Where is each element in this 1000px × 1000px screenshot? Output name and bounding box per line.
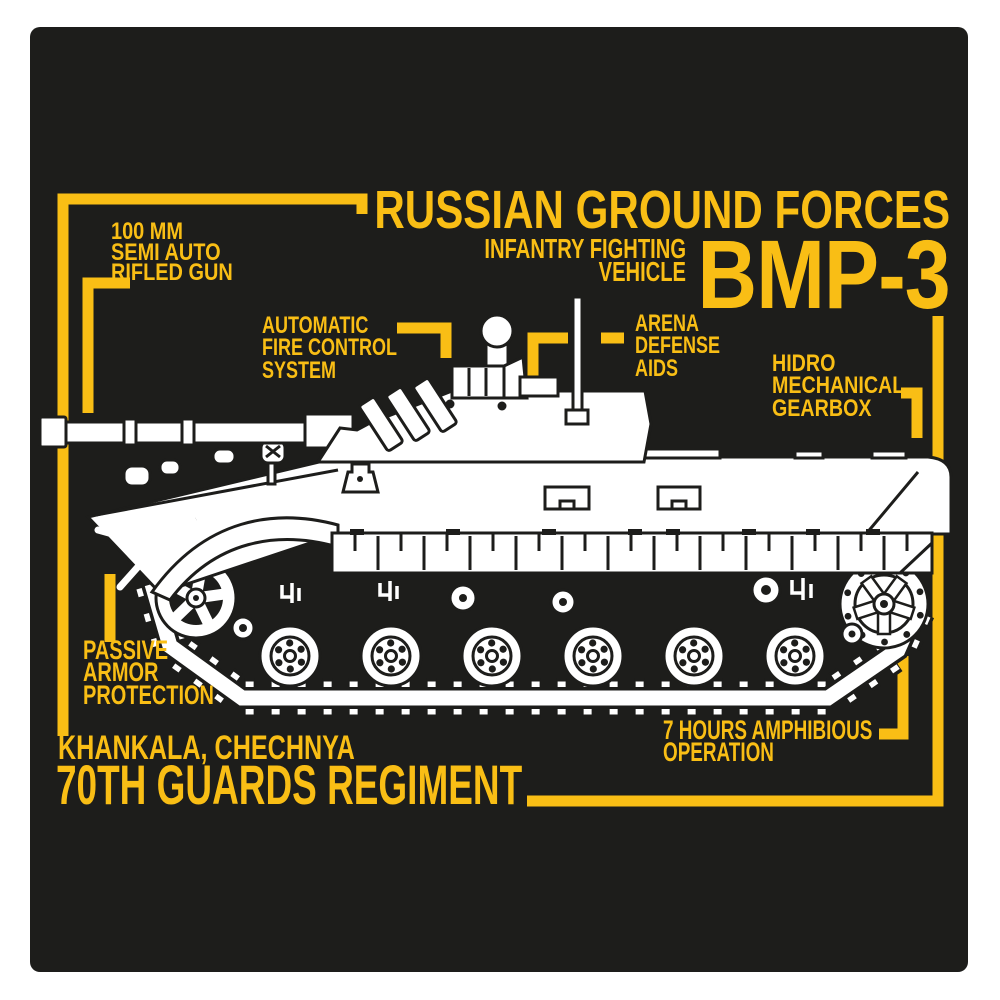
subtitle: INFANTRY FIGHTING VEHICLE <box>484 233 686 287</box>
location-text: KHANKALA, CHECHNYA <box>58 729 355 767</box>
callout-armor: PASSIVE ARMOR PROTECTION <box>83 635 214 710</box>
model-name: BMP-3 <box>697 220 951 329</box>
poster-canvas <box>30 27 968 972</box>
callout-main-gun: 100 MM SEMI AUTO RIFLED GUN <box>111 218 233 286</box>
callout-defense-aids: ARENA DEFENSE AIDS <box>635 310 721 382</box>
callout-gearbox: HIDRO MECHANICAL GEARBOX <box>772 350 905 422</box>
page-title: RUSSIAN GROUND FORCES <box>374 180 950 240</box>
callout-fire-control: AUTOMATIC FIRE CONTROL SYSTEM <box>262 312 397 384</box>
regiment-text: 70TH GUARDS REGIMENT <box>56 753 523 816</box>
callout-amphibious: 7 HOURS AMPHIBIOUS OPERATION <box>663 715 873 768</box>
